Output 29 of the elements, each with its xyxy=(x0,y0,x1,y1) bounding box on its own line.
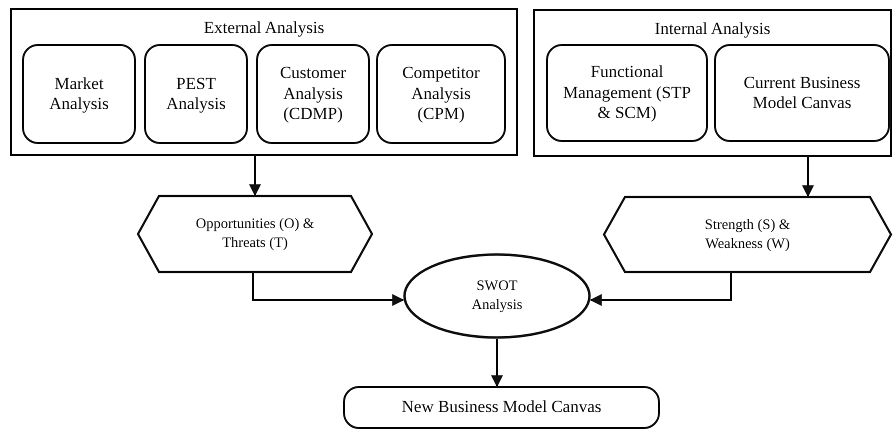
node-label: Functional Management (STP & SCM) xyxy=(562,62,692,124)
process-box xyxy=(22,44,136,144)
node-label: Strength (S) & Weakness (W) xyxy=(704,216,792,254)
arrow xyxy=(491,339,503,388)
group-title: External Analysis xyxy=(204,18,324,38)
group-title: Internal Analysis xyxy=(654,19,770,39)
hexagon-shape xyxy=(603,196,892,273)
group-panel xyxy=(533,9,892,157)
hexagon-shape xyxy=(137,195,373,273)
arrow xyxy=(252,273,404,306)
group-panel xyxy=(10,8,518,156)
node-label: SWOT Analysis xyxy=(470,277,524,315)
process-box xyxy=(376,44,506,144)
node-label: New Business Model Canvas xyxy=(402,397,602,418)
node-label: Customer Analysis (CDMP) xyxy=(278,63,348,125)
process-box xyxy=(714,44,890,142)
node-label: PEST Analysis xyxy=(165,74,227,114)
process-box xyxy=(546,44,708,142)
process-box xyxy=(343,386,660,429)
node-label: Current Business Model Canvas xyxy=(742,72,862,114)
node-label: Market Analysis xyxy=(48,74,110,114)
ellipse-shape xyxy=(403,253,591,339)
arrow xyxy=(590,273,732,306)
process-box xyxy=(144,44,248,144)
node-label: Competitor Analysis (CPM) xyxy=(401,63,481,125)
arrow xyxy=(802,157,814,198)
arrow xyxy=(249,156,261,196)
node-label: Opportunities (O) & Threats (T) xyxy=(194,215,316,253)
process-box xyxy=(256,44,370,144)
